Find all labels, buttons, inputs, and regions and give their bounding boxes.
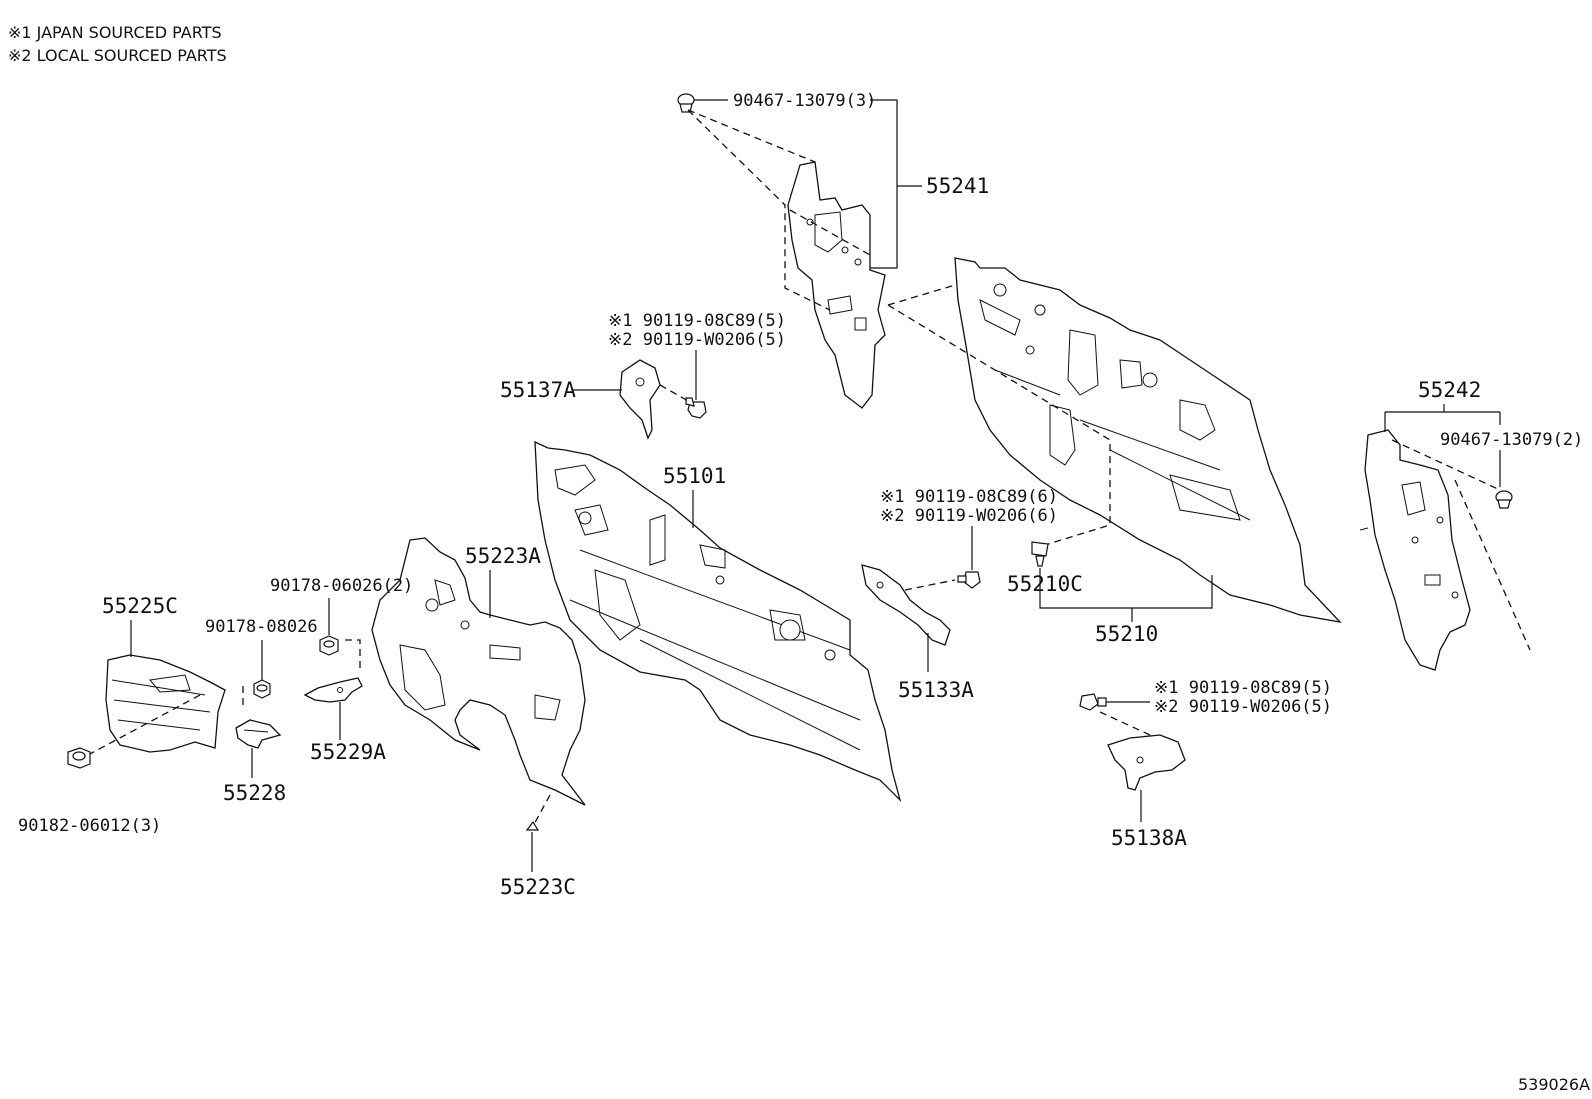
label-55138A[interactable]: 55138A (1111, 826, 1187, 850)
bolt-icon[interactable] (685, 397, 707, 419)
label-90182-06012-3[interactable]: 90182-06012(3) (18, 816, 161, 836)
clip-fastener-icon[interactable] (677, 93, 695, 113)
label-90467-13079-3[interactable]: 90467-13079(3) (733, 91, 876, 111)
part-55241-insulator[interactable] (787, 161, 886, 409)
bracket-line (1384, 404, 1501, 432)
assembly-dashed-line (1454, 479, 1531, 651)
label-2-90119-W0206-5-upper[interactable]: ※2 90119-W0206(5) (608, 330, 786, 350)
assembly-dashed-line (687, 109, 831, 311)
label-55241[interactable]: 55241 (926, 174, 989, 198)
assembly-dashed-line (1391, 439, 1501, 491)
label-90467-13079-2[interactable]: 90467-13079(2) (1440, 430, 1583, 450)
label-55101[interactable]: 55101 (663, 464, 726, 488)
assembly-dashed-line (87, 694, 201, 756)
label-55242[interactable]: 55242 (1418, 378, 1481, 402)
label-1-90119-08C89-5-lower[interactable]: ※1 90119-08C89(5) (1154, 678, 1332, 698)
part-55210-dash-insulator[interactable] (954, 257, 1342, 623)
diagram-id: 539026A (1518, 1075, 1590, 1094)
part-55229A-bracket[interactable] (303, 677, 363, 703)
part-55137A-bracket[interactable] (619, 359, 661, 440)
label-55133A[interactable]: 55133A (898, 678, 974, 702)
assembly-dashed-line (345, 639, 361, 672)
assembly-dashed-line (887, 304, 1111, 546)
label-55210C[interactable]: 55210C (1007, 572, 1083, 596)
part-55133A-bracket[interactable] (861, 564, 951, 646)
label-55137A[interactable]: 55137A (500, 378, 576, 402)
part-55138A-bracket[interactable] (1107, 734, 1186, 791)
label-55223C[interactable]: 55223C (500, 875, 576, 899)
bracket-line (1039, 568, 1213, 609)
assembly-dashed-line (789, 209, 871, 256)
label-90178-08026[interactable]: 90178-08026 (205, 617, 318, 637)
assembly-dashed-line (659, 384, 691, 403)
part-55225C-insulator[interactable] (105, 654, 226, 753)
clip-fastener-icon[interactable] (1031, 541, 1049, 567)
note-local-sourced: ※2 LOCAL SOURCED PARTS (8, 46, 227, 65)
clip-fastener-icon[interactable] (525, 820, 540, 831)
part-55228-clamp[interactable] (235, 719, 282, 749)
assembly-dashed-line (687, 109, 816, 163)
bolt-icon[interactable] (1079, 693, 1107, 711)
nut-icon[interactable] (319, 635, 339, 656)
label-55225C[interactable]: 55225C (102, 594, 178, 618)
nut-icon[interactable] (253, 679, 271, 699)
label-1-90119-08C89-6[interactable]: ※1 90119-08C89(6) (880, 487, 1058, 507)
nut-icon[interactable] (67, 747, 91, 769)
label-2-90119-W0206-6[interactable]: ※2 90119-W0206(6) (880, 506, 1058, 526)
clip-fastener-icon[interactable] (1495, 490, 1513, 509)
label-1-90119-08C89-5-upper[interactable]: ※1 90119-08C89(5) (608, 311, 786, 331)
label-55210[interactable]: 55210 (1095, 622, 1158, 646)
bolt-icon[interactable] (957, 571, 981, 589)
label-2-90119-W0206-5-lower[interactable]: ※2 90119-W0206(5) (1154, 697, 1332, 717)
bracket-line (870, 99, 898, 269)
label-55228[interactable]: 55228 (223, 781, 286, 805)
part-55242-insulator[interactable] (1359, 429, 1471, 671)
note-japan-sourced: ※1 JAPAN SOURCED PARTS (8, 23, 222, 42)
assembly-dashed-line (531, 794, 551, 829)
label-90178-06026-2[interactable]: 90178-06026(2) (270, 576, 413, 596)
part-55101-dash-panel[interactable] (534, 440, 902, 803)
label-55223A[interactable]: 55223A (465, 544, 541, 568)
assembly-dashed-line (904, 579, 956, 591)
part-55223A-insulator[interactable] (371, 537, 586, 806)
assembly-dashed-line (1099, 711, 1151, 736)
assembly-dashed-line (887, 284, 956, 306)
label-55229A[interactable]: 55229A (310, 740, 386, 764)
